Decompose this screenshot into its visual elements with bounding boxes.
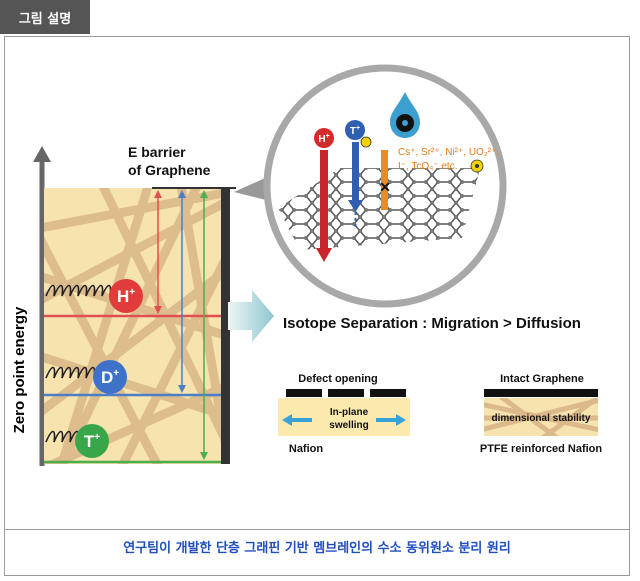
nafion-membrane — [278, 398, 410, 436]
h-ion-circle — [109, 279, 143, 313]
inset-h-arrowhead — [316, 248, 332, 262]
transition-arrow — [228, 290, 274, 342]
swell-left-arrow — [282, 414, 312, 426]
inset-t-ion — [345, 120, 365, 140]
y-axis-label: Zero point energy — [11, 306, 28, 433]
separation-headline: Isotope Separation : Migration > Diffusi… — [283, 315, 581, 332]
graphene-segment-2 — [328, 389, 364, 397]
ptfe-top-label: Intact Graphene — [500, 373, 584, 385]
swell-right-arrow — [376, 414, 406, 426]
graphene-segment-3 — [370, 389, 406, 397]
d-ion-label: D+ — [101, 368, 119, 387]
nafion-bottom-label: Nafion — [289, 443, 324, 455]
graphene-layer — [221, 188, 230, 464]
blocked-x-mark: ✕ — [379, 179, 391, 195]
membrane-block — [44, 187, 236, 464]
barrier-label-line1: E barrier — [128, 144, 186, 160]
t-ion-label: T+ — [84, 432, 100, 451]
nafion-inner-line1: In-plane — [330, 407, 369, 418]
d-spring — [45, 366, 96, 379]
ptfe-inner-label: dimensional stability — [492, 413, 591, 424]
nafion-inner-line2: swelling — [329, 420, 368, 431]
inset-t-radiation-icon — [360, 136, 372, 148]
ion-list-line2: I⁻, TcO₄⁻ etc. — [398, 161, 457, 172]
graphene-segment-1 — [286, 389, 322, 397]
inset-t-arrowhead — [348, 200, 363, 212]
d-ion-circle — [93, 360, 127, 394]
ptfe-panel-fibers — [484, 398, 598, 436]
magnified-inset: H+ T+ ✕ Cs⁺, Sr²⁺, Ni²⁺, UO₂²⁺, I⁻, TcO₄… — [263, 64, 507, 308]
h-spring — [45, 284, 112, 297]
t-ion-circle — [75, 424, 109, 458]
nafion-panel: Defect opening In-plane swelling Nafion — [278, 373, 410, 455]
caption-divider — [4, 529, 630, 530]
inset-h-ion — [314, 128, 334, 148]
ion-list-line1: Cs⁺, Sr²⁺, Ni²⁺, UO₂²⁺, — [398, 147, 499, 158]
inset-t-path — [352, 142, 359, 200]
h-ion-label: H+ — [117, 287, 135, 306]
t-spring — [45, 430, 80, 443]
inset-ion-path — [381, 150, 388, 198]
figure-description-tab: 그림 설명 — [0, 0, 90, 34]
nafion-top-label: Defect opening — [298, 373, 377, 385]
inset-h-path — [320, 150, 328, 248]
y-axis-arrowhead — [33, 146, 51, 162]
inset-t-label: T+ — [350, 125, 360, 137]
ptfe-bottom-label: PTFE reinforced Nafion — [480, 443, 603, 455]
figure-caption: 연구팀이 개발한 단층 그래핀 기반 멤브레인의 수소 동위원소 분리 원리 — [123, 541, 511, 556]
inset-h-label: H+ — [318, 133, 329, 145]
intact-graphene-layer — [484, 389, 598, 397]
barrier-label-line2: of Graphene — [128, 162, 211, 178]
figure-frame — [4, 36, 630, 576]
ptfe-panel: Intact Graphene dimensional stability PT… — [480, 373, 603, 455]
graphene-lattice — [278, 168, 480, 250]
